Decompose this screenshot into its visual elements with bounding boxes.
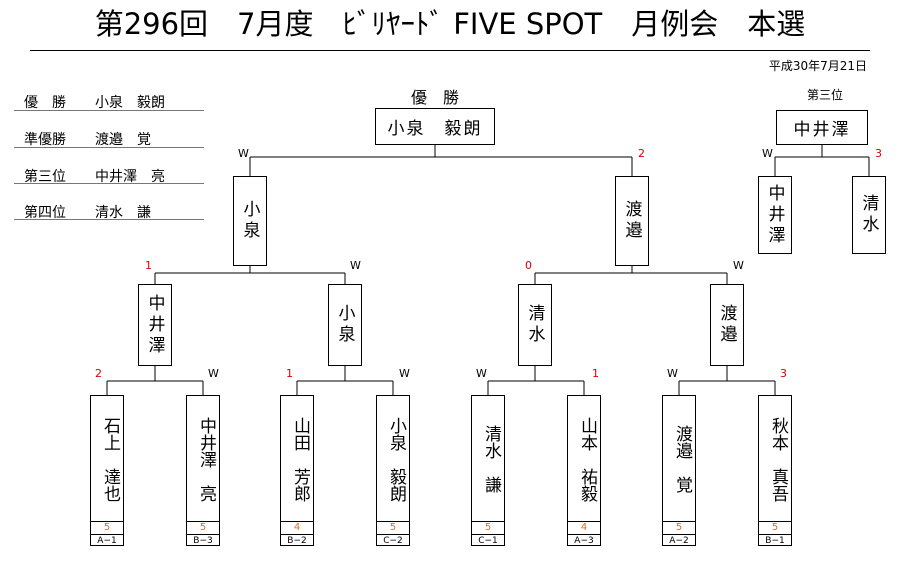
result-label-3: 第三位 [24,169,66,185]
semi-1-left-box: 中井澤 [138,284,172,366]
player-code: A−3 [568,534,600,547]
player-card: 中井澤 亮 5 B−3 [186,395,220,546]
player-card: 山本 祐毅 4 A−3 [567,395,601,546]
player-code: A−2 [663,534,695,547]
player-name: 清水 謙 [481,425,501,493]
player-name: 秋本 真吾 [768,416,788,502]
semi-1-right-mark: W [350,259,361,272]
quarter-4-left-mark: W [667,367,678,380]
result-divider [14,110,204,111]
quarter-2-left-mark: 1 [286,367,293,380]
result-name-1: 小泉 毅朗 [95,95,165,111]
quarter-3-right-mark: 1 [592,367,599,380]
final-right-box: 渡邉 [615,176,649,266]
result-label-2: 準優勝 [24,132,66,148]
result-name-4: 清水 謙 [95,205,151,221]
page-title: 第296回 7月度 ﾋﾞﾘﾔｰﾄﾞ FIVE SPOT 月例会 本選 [94,7,806,41]
player-code: C−1 [472,534,504,547]
title-underline [30,50,870,51]
player-name: 小泉 毅朗 [386,416,406,502]
player-code: B−2 [281,534,313,547]
quarter-1-right-mark: W [208,367,219,380]
result-divider [14,183,204,184]
player-code: C−2 [377,534,409,547]
third-left-mark: W [762,147,773,160]
champion-box: 小泉 毅朗 [375,108,495,145]
semi-2-left-box: 清水 [518,284,552,366]
third-right-mark: 3 [875,147,882,160]
player-card: 小泉 毅朗 5 C−2 [376,395,410,546]
champion-heading: 優 勝 [410,88,459,107]
quarter-4-right-mark: 3 [780,367,787,380]
player-score: 5 [759,521,791,534]
semi-1-left-mark: 1 [145,259,152,272]
player-score: 5 [91,521,123,534]
third-place-winner-box: 中井澤 [776,110,868,145]
player-name: 山本 祐毅 [577,416,597,502]
player-code: B−3 [187,534,219,547]
final-left-box: 小泉 [233,176,267,266]
result-label-1: 優 勝 [24,95,66,111]
result-label-4: 第四位 [24,205,66,221]
quarter-2-right-mark: W [399,367,410,380]
third-place-left-box: 中井澤 [758,176,792,254]
semi-2-right-mark: W [733,259,744,272]
result-divider [14,219,204,220]
final-right-mark: 2 [638,147,645,160]
player-name: 石上 達也 [100,416,120,502]
result-divider [14,147,204,148]
player-card: 渡邉 覚 5 A−2 [662,395,696,546]
player-code: B−1 [759,534,791,547]
player-score: 4 [281,521,313,534]
player-card: 石上 達也 5 A−1 [90,395,124,546]
player-name: 中井澤 亮 [196,416,216,502]
quarter-1-left-mark: 2 [95,367,102,380]
player-score: 4 [568,521,600,534]
event-date: 平成30年7月21日 [768,59,867,73]
semi-1-right-box: 小泉 [328,284,362,366]
semi-2-right-box: 渡邉 [710,284,744,366]
semi-2-left-mark: 0 [525,259,532,272]
third-place-right-box: 清水 [852,176,886,254]
player-score: 5 [377,521,409,534]
player-card: 秋本 真吾 5 B−1 [758,395,792,546]
player-card: 山田 芳郎 4 B−2 [280,395,314,546]
result-name-2: 渡邉 覚 [95,132,151,148]
player-score: 5 [472,521,504,534]
quarter-3-left-mark: W [476,367,487,380]
result-name-3: 中井澤 亮 [95,169,165,185]
player-score: 5 [187,521,219,534]
third-place-heading: 第三位 [806,88,843,102]
player-card: 清水 謙 5 C−1 [471,395,505,546]
player-score: 5 [663,521,695,534]
player-name: 山田 芳郎 [290,416,310,502]
final-left-mark: W [238,147,249,160]
player-name: 渡邉 覚 [672,425,692,493]
player-code: A−1 [91,534,123,547]
